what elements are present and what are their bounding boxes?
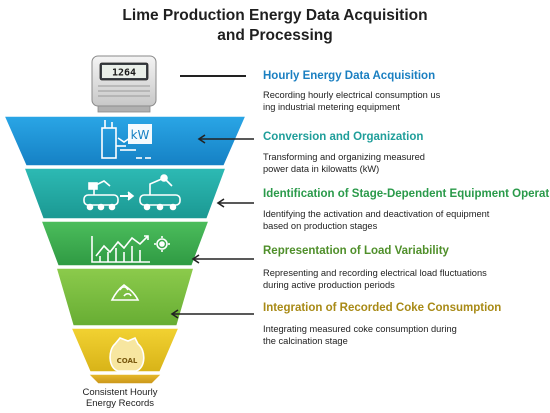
page-title: Lime Production Energy Data Acquisition …	[0, 6, 550, 46]
title-line-1: Lime Production Energy Data Acquisition	[122, 7, 428, 24]
funnel-layer-green	[39, 220, 211, 267]
funnel-layer-gold	[86, 373, 164, 385]
step-2-desc-line-1: Transforming and organizing measured	[263, 152, 425, 162]
funnel-layer-lightgreen	[54, 267, 196, 327]
coal-label: COAL	[117, 357, 138, 365]
step-4-title: Representation of Load Variability	[263, 245, 449, 257]
arrow-3	[216, 198, 254, 208]
coal-sack-icon: COAL	[109, 336, 145, 372]
step-3-title: Identification of Stage-Dependent Equipm…	[263, 188, 550, 200]
arrow-4	[191, 254, 254, 264]
step-2-desc-line-2: power data in kilowatts (kW)	[263, 164, 380, 174]
equipment-operation-icon	[83, 174, 181, 211]
step-1-desc-line-1: Recording hourly electrical consumption …	[263, 90, 441, 100]
arrow-2	[197, 134, 254, 144]
title-line-2: and Processing	[217, 27, 333, 44]
kw-label: kW	[131, 128, 150, 142]
step-2-desc: Transforming and organizing measured pow…	[263, 151, 425, 175]
bottom-caption-line-1: Consistent Hourly	[82, 387, 158, 398]
step-3-desc-line-2: based on production stages	[263, 221, 378, 231]
coke-pile-icon	[110, 283, 140, 301]
funnel-layer-teal	[22, 167, 228, 220]
bottom-caption-line-2: Energy Records	[85, 398, 155, 409]
step-3-desc: Identifying the activation and deactivat…	[263, 208, 489, 232]
step-2-title: Conversion and Organization	[263, 131, 424, 143]
step-1-desc-line-2: ing industrial metering equipment	[263, 102, 400, 112]
step-4-desc: Representing and recording electrical lo…	[263, 267, 487, 291]
bottom-caption: Consistent Hourly Energy Records	[60, 387, 180, 409]
step-4-desc-line-1: Representing and recording electrical lo…	[263, 268, 487, 278]
step-4-desc-line-2: during active production periods	[263, 280, 395, 290]
arrow-5	[170, 309, 254, 319]
step-5-desc-line-1: Integrating measured coke consumption du…	[263, 324, 457, 334]
step-3-desc-line-1: Identifying the activation and deactivat…	[263, 209, 490, 219]
step-1-title: Hourly Energy Data Acquisition	[263, 70, 436, 82]
load-variability-icon	[91, 235, 170, 263]
meter-display-text: 1264	[112, 68, 136, 79]
step-5-desc: Integrating measured coke consumption du…	[263, 323, 457, 347]
step-1-desc: Recording hourly electrical consumption …	[263, 89, 440, 113]
step-5-title: Integration of Recorded Coke Consumption	[263, 302, 502, 314]
factory-kw-icon: kW	[101, 120, 152, 159]
electric-meter-icon: 1264	[91, 55, 157, 113]
step-5-desc-line-2: the calcination stage	[263, 336, 348, 346]
